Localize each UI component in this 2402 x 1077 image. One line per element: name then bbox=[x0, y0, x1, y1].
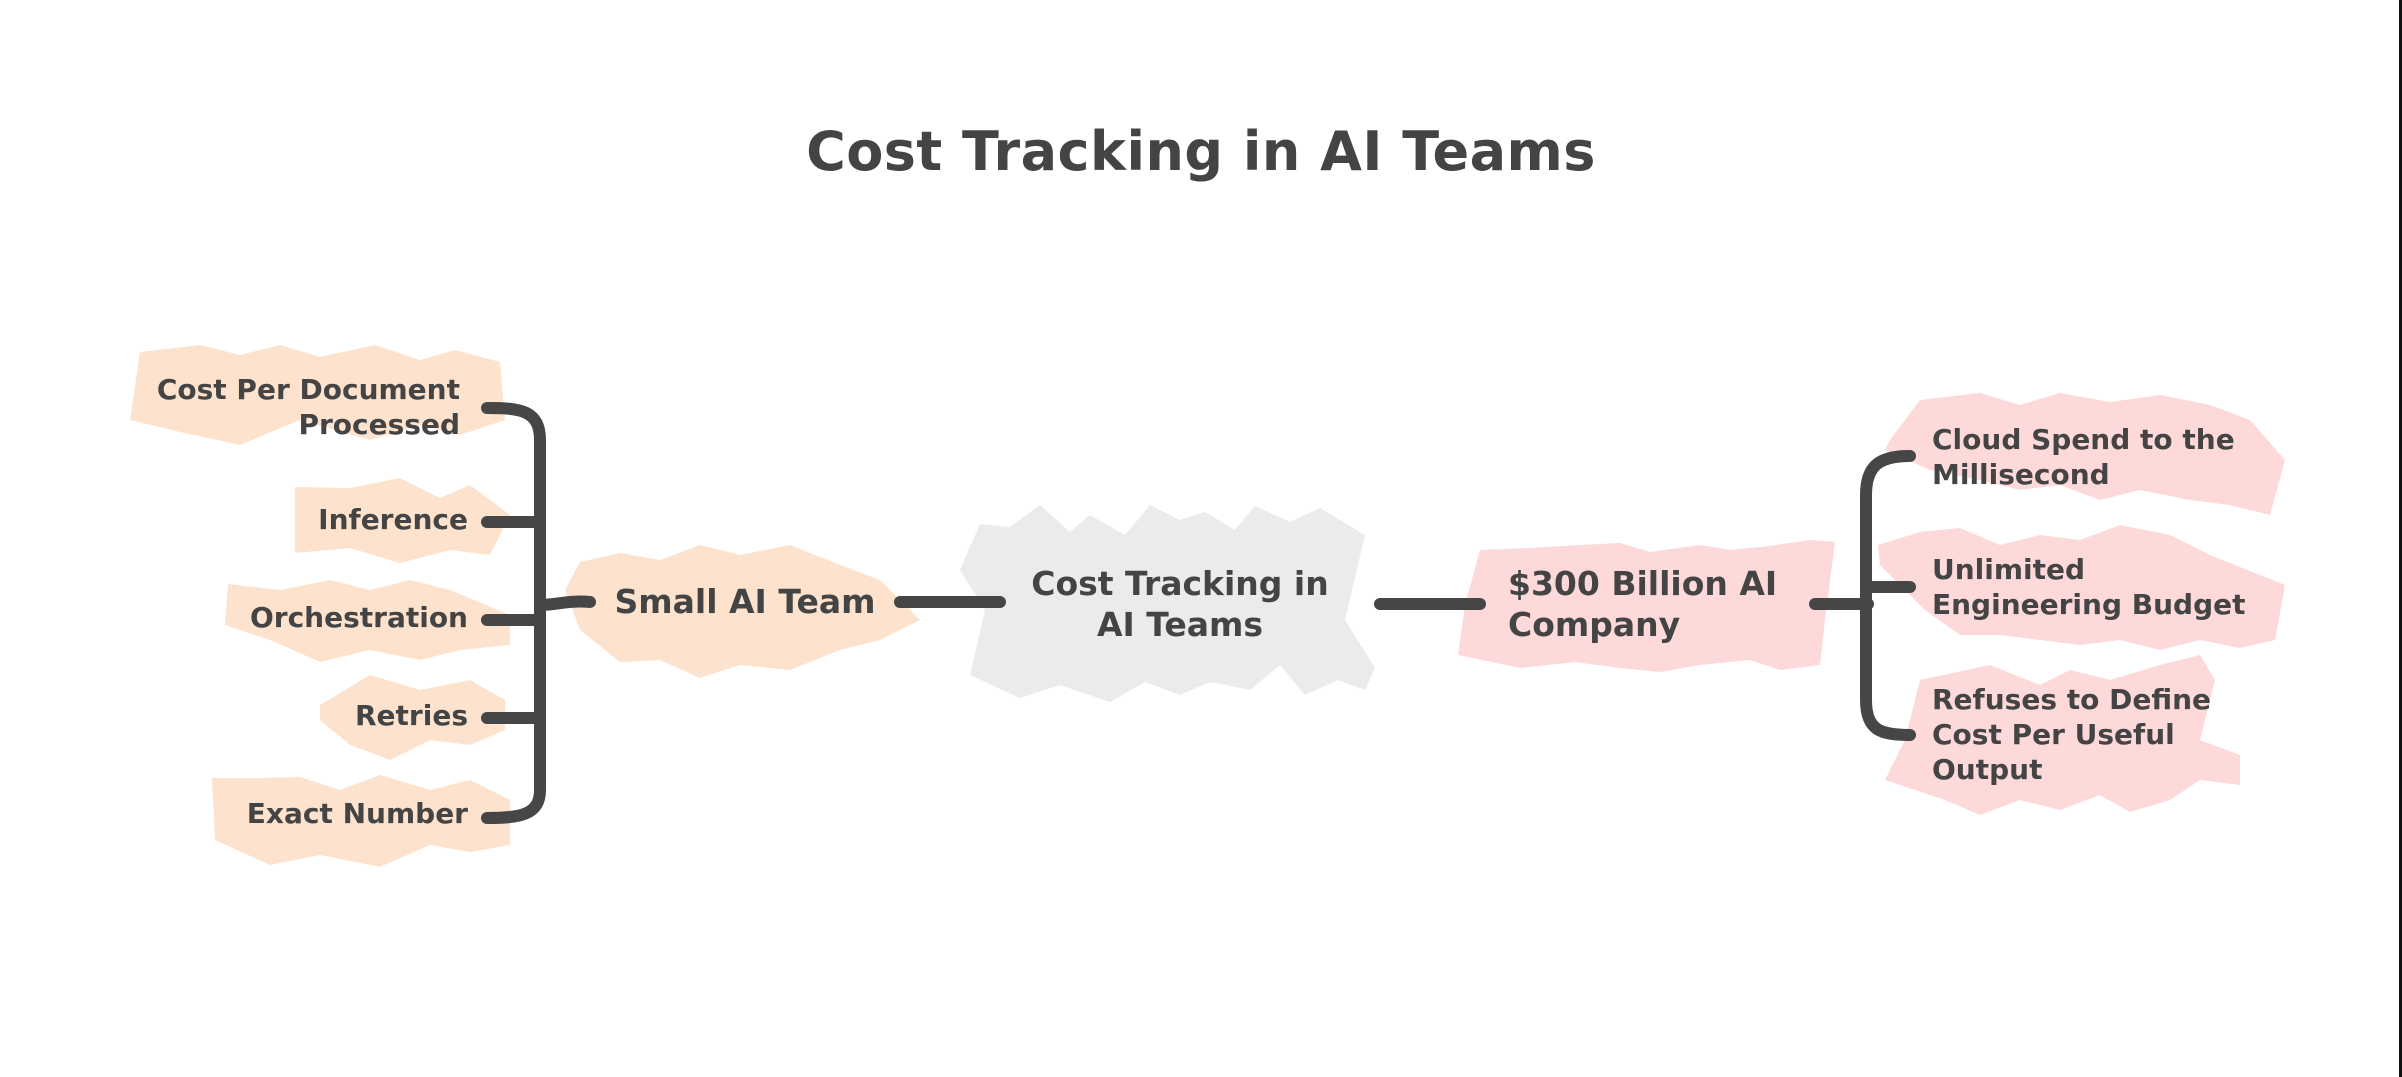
node-text-line: Cost Tracking in bbox=[1031, 564, 1329, 603]
node-center-topic[interactable]: Cost Tracking in AI Teams bbox=[1020, 563, 1340, 646]
node-text-line: Unlimited bbox=[1932, 553, 2086, 586]
node-text-line: Small AI Team bbox=[614, 582, 876, 621]
node-text-line: Cost Per Document bbox=[156, 373, 460, 406]
connectors bbox=[481, 402, 1916, 824]
node-small-ai-team[interactable]: Small AI Team bbox=[610, 581, 880, 622]
right-child-blobs bbox=[1878, 393, 2285, 815]
node-text-line: Refuses to Define bbox=[1932, 683, 2212, 716]
node-text-line: Cloud Spend to the bbox=[1932, 423, 2235, 456]
canvas-border bbox=[2399, 0, 2402, 1077]
node-cloud-spend[interactable]: Cloud Spend to the Millisecond bbox=[1932, 422, 2272, 492]
node-orchestration[interactable]: Orchestration bbox=[220, 600, 468, 635]
node-text-line: Millisecond bbox=[1932, 458, 2110, 491]
node-text-line: Orchestration bbox=[249, 601, 468, 634]
node-text-line: Output bbox=[1932, 753, 2043, 786]
small-ai-team-blob bbox=[565, 545, 920, 678]
left-child-blobs bbox=[130, 345, 510, 867]
node-text-line: $300 Billion AI bbox=[1508, 564, 1778, 603]
node-text-line: Inference bbox=[318, 503, 468, 536]
node-text-line: Retries bbox=[355, 699, 468, 732]
node-retries[interactable]: Retries bbox=[300, 698, 468, 733]
node-text-line: Exact Number bbox=[246, 797, 468, 830]
node-unlimited-engineering-budget[interactable]: Unlimited Engineering Budget bbox=[1932, 552, 2272, 622]
node-exact-number[interactable]: Exact Number bbox=[220, 796, 468, 831]
node-text-line: Company bbox=[1508, 605, 1681, 645]
node-refuses-to-define[interactable]: Refuses to Define Cost Per Useful Output bbox=[1932, 682, 2272, 787]
company-blob bbox=[1458, 540, 1835, 672]
node-inference[interactable]: Inference bbox=[260, 502, 468, 537]
node-text-line: AI Teams bbox=[1096, 605, 1264, 645]
node-cost-per-document[interactable]: Cost Per Document Processed bbox=[150, 372, 460, 442]
node-text-line: Engineering Budget bbox=[1932, 588, 2246, 621]
diagram-title: Cost Tracking in AI Teams bbox=[806, 120, 1596, 183]
node-text-line: Cost Per Useful bbox=[1932, 718, 2175, 751]
node-text-line: Processed bbox=[298, 408, 460, 441]
center-blob bbox=[960, 505, 1375, 702]
node-300-billion-ai-company[interactable]: $300 Billion AI Company bbox=[1508, 563, 1808, 646]
